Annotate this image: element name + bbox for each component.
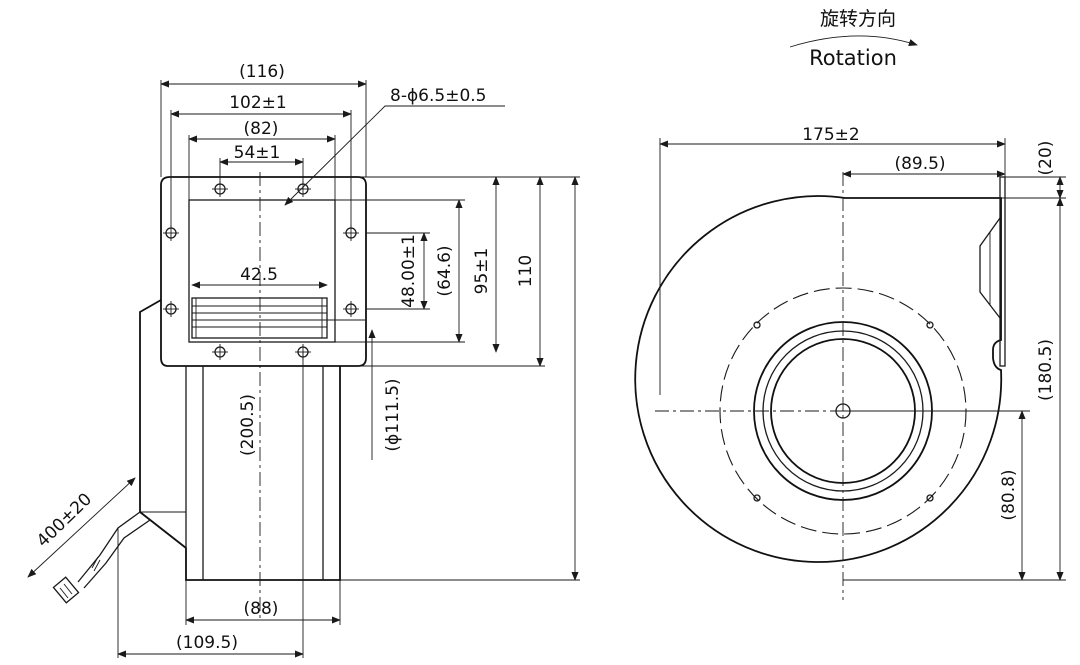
dim-175: 175±2 [802,125,860,145]
dim-hole-span: 102±1 [229,93,287,113]
extension-lines-right [659,138,1066,581]
front-view: 175±2 (89.5) (20) (180.5) (80.8) [634,125,1066,600]
volute-scroll [634,195,1003,563]
dim-impeller-width: 42.5 [240,265,278,285]
dim-20: (20) [1036,141,1056,176]
dim-95: 95±1 [472,248,492,295]
dim-180: (180.5) [1036,339,1056,401]
rotation-label-en: Rotation [809,46,897,70]
rotation-indicator: 旋转方向 Rotation [789,8,918,70]
dim-48: 48.00±1 [399,234,419,308]
bolt-hole [753,321,761,329]
dim-hole-pitch: 54±1 [234,143,281,163]
bolt-hole [926,494,934,502]
dim-109: (109.5) [176,633,238,653]
dim-cable: 400±20 [33,489,96,551]
dim-88: (88) [244,599,279,619]
outlet-opening [188,199,336,343]
rotation-label-cn: 旋转方向 [820,8,896,30]
mounting-hole [343,301,359,317]
bolt-holes [753,321,934,502]
side-view: (116) 102±1 (82) 54±1 8-ϕ6.5±0.5 42.5 48… [27,62,580,658]
dim-200: (200.5) [238,394,258,456]
bolt-hole [753,494,761,502]
rotation-arrow [789,35,918,48]
impeller-strip [191,297,365,339]
dim-outlet-inner: (82) [244,119,279,139]
dim-hole-callout: 8-ϕ6.5±0.5 [390,86,486,106]
dim-width-overall: (116) [239,62,285,82]
dim-110: 110 [516,255,536,287]
dim-80: (80.8) [999,469,1019,520]
dimension-lines-right [659,140,1064,581]
extension-lines [117,80,580,658]
mounting-hole [212,344,228,360]
mounting-hole [163,301,179,317]
dim-89: (89.5) [894,154,945,174]
dimension-lines [27,80,579,658]
bolt-hole [926,321,934,329]
dim-64: (64.6) [435,245,455,296]
dim-111: (ϕ111.5) [383,378,403,451]
